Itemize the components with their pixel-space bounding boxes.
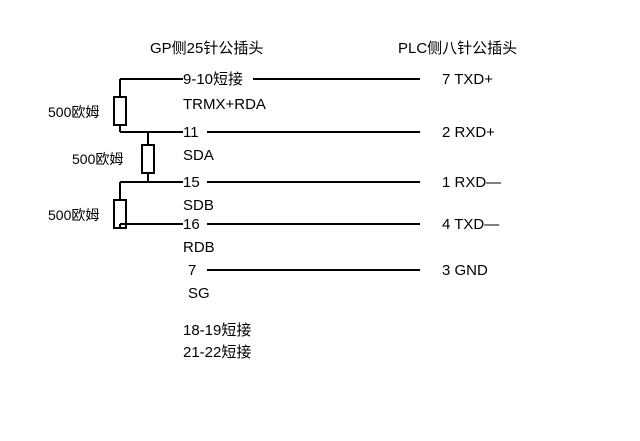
left-pin-row3: 15 <box>183 174 200 191</box>
left-signal-row4: RDB <box>183 239 215 256</box>
left-pin-row4: 16 <box>183 216 200 233</box>
left-signal-row5: SG <box>188 285 210 302</box>
note-2: 21-22短接 <box>183 344 252 361</box>
note-1: 18-19短接 <box>183 322 252 339</box>
right-pin-row1: 7 TXD+ <box>442 71 493 88</box>
left-pin-row2: 11 <box>183 124 199 141</box>
left-pin-row5: 7 <box>188 262 197 279</box>
header-gp-side: GP侧25针公插头 <box>150 40 264 57</box>
resistor-1-body <box>113 96 127 126</box>
resistor-1-label: 500欧姆 <box>48 104 100 120</box>
right-pin-row2: 2 RXD+ <box>442 124 495 141</box>
left-signal-row2: SDA <box>183 147 214 164</box>
resistor-2-body <box>141 144 155 174</box>
right-pin-row3: 1 RXD— <box>442 174 502 191</box>
left-signal-row1: TRMX+RDA <box>183 96 266 113</box>
left-signal-row3: SDB <box>183 197 214 214</box>
header-plc-side: PLC侧八针公插头 <box>398 40 518 57</box>
resistor-3-label: 500欧姆 <box>48 207 100 223</box>
resistor-2-label: 500欧姆 <box>72 151 124 167</box>
right-pin-row5: 3 GND <box>442 262 488 279</box>
left-pin-row1: 9-10短接 <box>183 71 244 88</box>
right-pin-row4: 4 TXD— <box>442 216 500 233</box>
resistor-3-body <box>113 199 127 229</box>
